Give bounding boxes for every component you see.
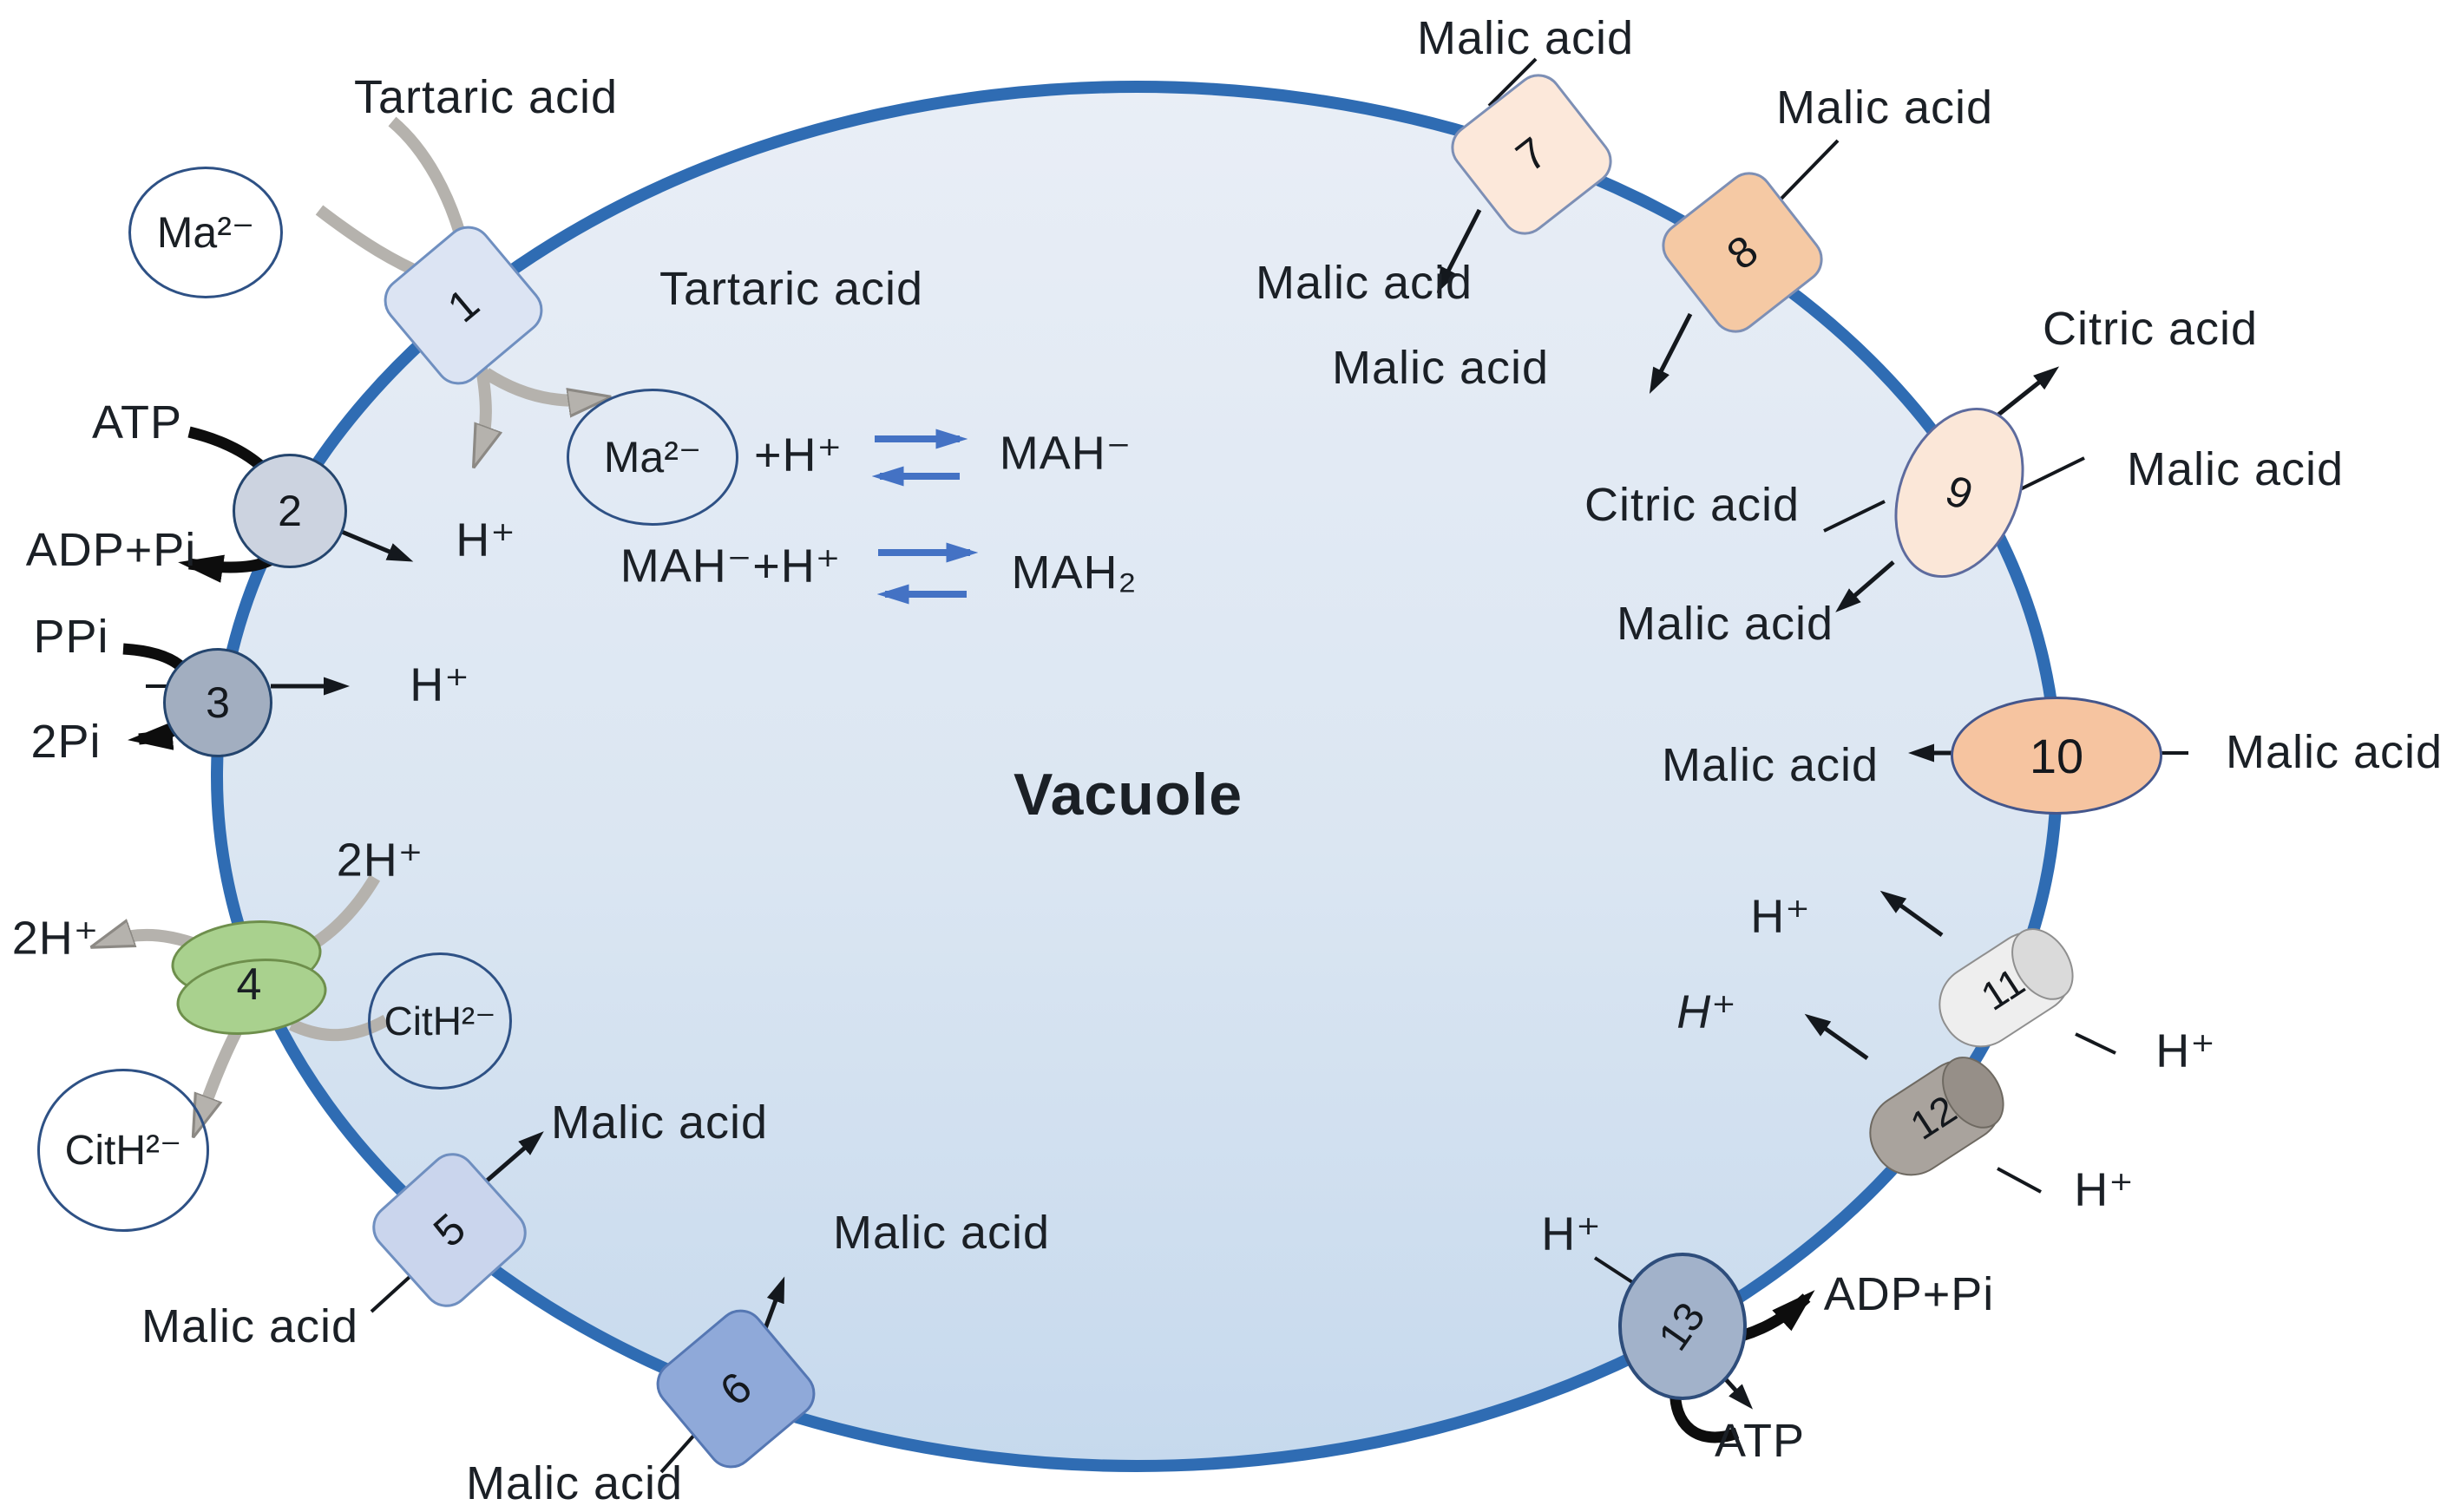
transporter-8-number: 8 [1717, 226, 1768, 279]
label-citric-outside: Citric acid [2042, 303, 2259, 355]
label-proton-pump2: H⁺ [456, 514, 516, 566]
transporter-10: 10 [1951, 697, 2162, 815]
citrate-inside-label: CitH²⁻ [384, 998, 496, 1044]
transporter-6-number: 6 [711, 1362, 761, 1416]
citrate-circle-outside: CitH²⁻ [37, 1069, 209, 1232]
label-malic-inside-10: Malic acid [1661, 739, 1879, 791]
label-adp-pi-pump2: ADP+Pi [25, 524, 197, 576]
equation-malate-label: Ma²⁻ [603, 433, 702, 481]
transporter-2: 2 [233, 454, 347, 568]
label-proton-pump3: H⁺ [410, 658, 470, 711]
label-2pi-pump3: 2Pi [30, 716, 102, 768]
label-ppi-pump3: PPi [33, 611, 109, 663]
equation1-product: MAH⁻ [999, 427, 1132, 480]
transporter-3-number: 3 [206, 678, 230, 727]
label-citric-inside: Citric acid [1584, 479, 1801, 531]
transporter-13-number: 13 [1650, 1293, 1715, 1359]
transporter-2-number: 2 [278, 487, 302, 535]
transporter-1-number: 1 [438, 278, 489, 332]
label-atp-pump13: ATP [1714, 1415, 1806, 1467]
label-atp-pump2: ATP [91, 396, 183, 448]
equation-malate-circle: Ma²⁻ [567, 389, 738, 526]
transporter-3: 3 [163, 648, 272, 757]
malate-ion-circle-outside: Ma²⁻ [128, 167, 283, 298]
label-tartaric-acid-outside: Tartaric acid [353, 71, 619, 123]
label-proton-inside-11: H⁺ [1750, 890, 1811, 943]
label-malic-inside-5: Malic acid [550, 1096, 769, 1149]
label-malic-inside-8: Malic acid [1331, 342, 1550, 394]
citrate-circle-inside: CitH²⁻ [368, 952, 512, 1090]
label-malic-above-8: Malic acid [1775, 82, 1994, 134]
equation2-left: MAH⁻+H⁺ [620, 540, 842, 592]
label-proton-outside-11: H⁺ [2155, 1024, 2216, 1077]
label-malic-outside-5: Malic acid [141, 1300, 359, 1352]
label-malic-outside-6: Malic acid [465, 1457, 684, 1509]
label-malic-inside-6: Malic acid [832, 1207, 1051, 1259]
label-adp-pi-pump13: ADP+Pi [1823, 1268, 1995, 1320]
transporter-4-number: 4 [236, 959, 262, 1010]
label-malic-above-7: Malic acid [1416, 12, 1635, 64]
equation2-product: MAH₂ [1011, 547, 1138, 599]
equation1-plus-h: +H⁺ [753, 429, 843, 481]
label-malic-inside-7: Malic acid [1255, 257, 1473, 309]
transporter-13: 13 [1618, 1253, 1747, 1400]
label-2h-inside: 2H⁺ [336, 834, 424, 887]
malate-ion-label: Ma²⁻ [156, 208, 255, 257]
transporter-7-number: 7 [1506, 128, 1557, 181]
label-malic-outside-9: Malic acid [2126, 443, 2345, 495]
label-malic-outside-10: Malic acid [2225, 726, 2444, 778]
label-tartaric-acid-inside: Tartaric acid [659, 263, 924, 315]
transporter-4: 4 [167, 912, 331, 1044]
label-proton-inside-12: H⁺ [1676, 985, 1737, 1038]
transporter-5-number: 5 [423, 1203, 476, 1257]
label-malic-inside-9: Malic acid [1616, 598, 1834, 650]
citrate-outside-label: CitH²⁻ [64, 1128, 182, 1174]
label-proton-pump13: H⁺ [1541, 1208, 1602, 1260]
transporter-10-number: 10 [2029, 728, 2084, 783]
label-proton-outside-12: H⁺ [2074, 1163, 2135, 1216]
vacuole-title: Vacuole [1013, 762, 1243, 828]
transporter-9-number: 9 [1938, 465, 1980, 520]
label-2h-outside: 2H⁺ [11, 912, 100, 965]
equilibrium-arrows [871, 429, 979, 605]
